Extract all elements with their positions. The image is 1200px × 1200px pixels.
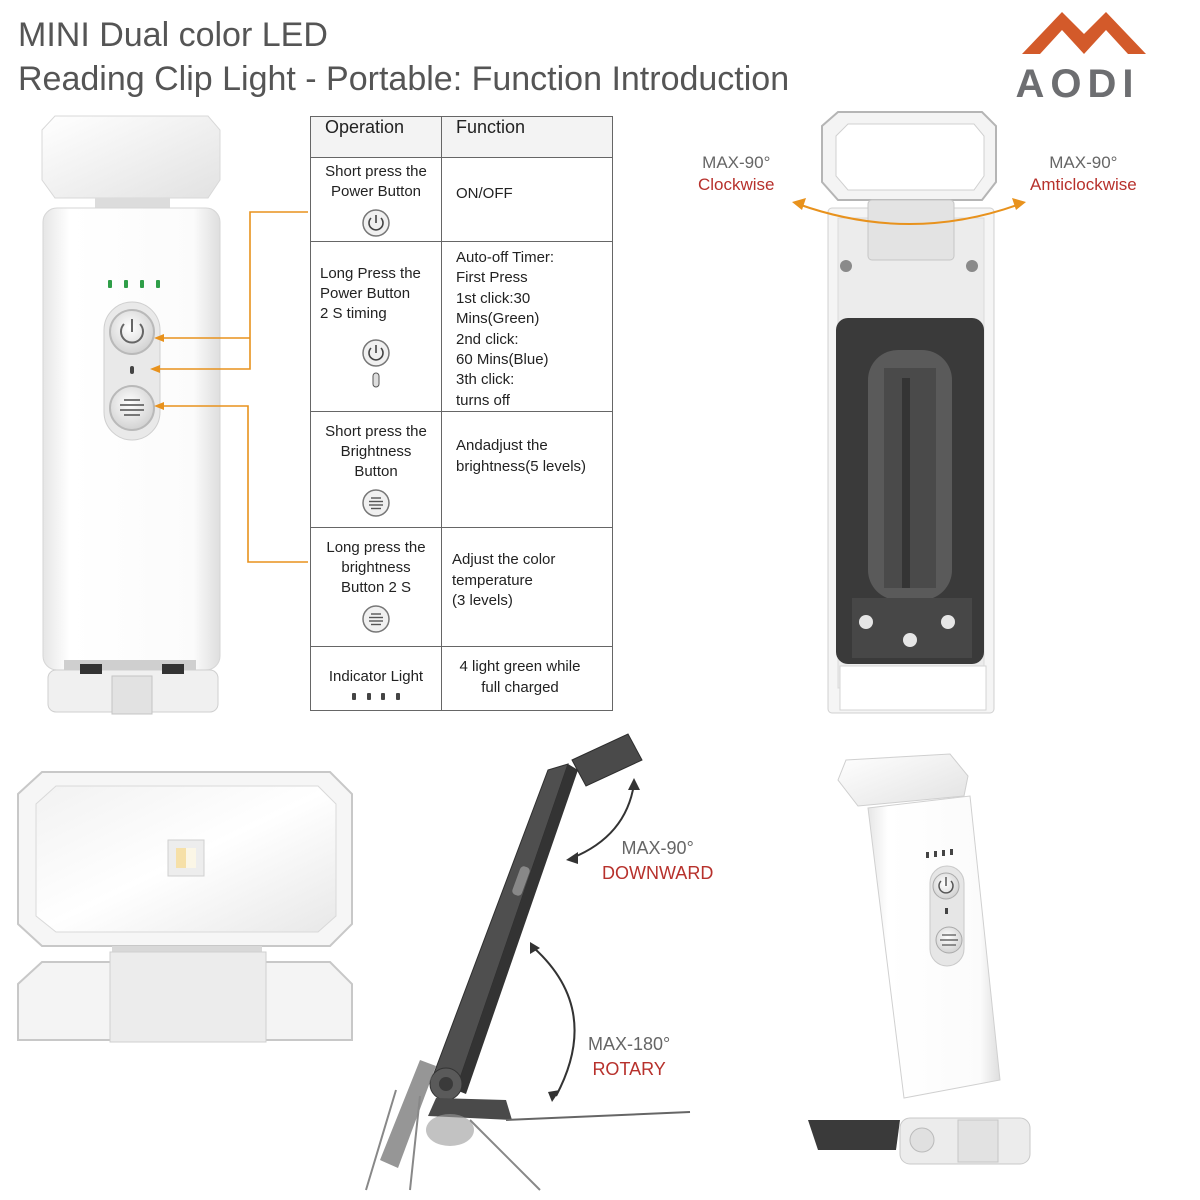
power-icon (362, 339, 390, 367)
operation-line: Brightness (340, 443, 412, 461)
title-line-2: Reading Clip Light - Portable: Function … (18, 60, 790, 98)
power-icon (362, 209, 390, 237)
function-line: First Press (456, 269, 528, 287)
function-cell: 4 light green while full charged (441, 646, 613, 712)
clockwise-annotation: MAX-90° Clockwise (698, 152, 775, 196)
operation-cell: Short press the Brightness Button (310, 411, 442, 529)
function-line: 2nd click: (456, 330, 519, 348)
function-line: turns off (456, 391, 510, 409)
brightness-icon (362, 605, 390, 633)
operation-cell: Short press the Power Button (310, 157, 442, 242)
table-row: Short press the Brightness Button Andadj… (310, 411, 613, 529)
brightness-button[interactable] (109, 385, 155, 431)
function-line: ON/OFF (456, 185, 513, 202)
lens-closeup (17, 771, 353, 1043)
indicator-dots-icon (352, 693, 400, 701)
table-row: Short press the Power Button ON/OFF (310, 157, 613, 242)
pointer-lines (150, 211, 308, 563)
function-line: Auto-off Timer: (456, 249, 555, 266)
table-header-row: Operation Function (310, 116, 613, 158)
clockwise-angle: MAX-90° (702, 153, 771, 172)
function-line: Adjust the color (452, 551, 556, 569)
function-line: 4 light green while (459, 658, 581, 676)
function-line: Mins(Green) (456, 310, 540, 328)
function-cell: Andadjust the brightness(5 levels) (441, 411, 613, 529)
title-line-1: MINI Dual color LED (18, 16, 328, 54)
function-cell: Auto-off Timer: First Press 1st click:30… (441, 240, 613, 413)
operation-line: 2 S timing (320, 305, 387, 322)
operation-line: Button 2 S (340, 579, 412, 597)
rotary-label: ROTARY (592, 1059, 666, 1079)
header-function: Function (441, 116, 613, 158)
function-table: Operation Function Short press the Power… (310, 116, 613, 712)
table-row: Long Press the Power Button 2 S timing A… (310, 240, 613, 413)
operation-line: Long Press the (320, 265, 421, 282)
operation-cell: Indicator Light (310, 646, 442, 712)
rotary-angle: MAX-180° (588, 1034, 671, 1054)
perspective-view-device (808, 753, 1031, 1165)
function-cell: Adjust the color temperature (3 levels) (441, 527, 613, 648)
operation-cell: Long press the brightness Button 2 S (310, 527, 442, 648)
function-line: full charged (481, 678, 559, 696)
anticlockwise-label: Amticlockwise (1030, 175, 1137, 194)
function-cell: ON/OFF (441, 157, 613, 242)
back-view-device (821, 111, 997, 714)
operation-line: Indicator Light (328, 668, 424, 686)
operation-line: Short press the (325, 163, 427, 180)
operation-cell: Long Press the Power Button 2 S timing (310, 240, 442, 413)
function-line: 1st click:30 (456, 289, 531, 307)
operation-line: brightness (341, 559, 411, 577)
clockwise-label: Clockwise (698, 175, 775, 194)
logo-text: AODI (1015, 62, 1140, 106)
operation-line: Long press the (326, 539, 426, 557)
operation-line: Short press the (325, 423, 427, 441)
downward-annotation: MAX-90° DOWNWARD (602, 836, 713, 886)
indicator-lights (108, 280, 160, 288)
indicator-led-icon (372, 372, 380, 388)
operation-line: Power Button (320, 285, 411, 302)
downward-label: DOWNWARD (602, 863, 714, 883)
brightness-icon (362, 489, 390, 517)
side-view-device (365, 733, 691, 1191)
function-line: brightness(5 levels) (456, 457, 587, 475)
brand-logo: AODI (980, 10, 1175, 106)
header-operation: Operation (310, 116, 442, 158)
downward-angle: MAX-90° (621, 838, 694, 858)
table-row: Indicator Light 4 light green while full… (310, 646, 613, 712)
function-line: temperature (452, 571, 533, 589)
mountain-logo-icon (1022, 12, 1146, 54)
table-row: Long press the brightness Button 2 S Adj… (310, 527, 613, 648)
front-view-device (41, 115, 221, 715)
function-line: 3th click: (456, 371, 515, 389)
anticlockwise-annotation: MAX-90° Amticlockwise (1030, 152, 1137, 196)
anticlockwise-angle: MAX-90° (1049, 153, 1118, 172)
function-line: Andadjust the (456, 437, 548, 455)
operation-line: Power Button (330, 183, 422, 200)
function-line: 60 Mins(Blue) (456, 351, 549, 369)
rotary-annotation: MAX-180° ROTARY (588, 1032, 670, 1082)
operation-line: Button (354, 463, 398, 481)
function-line: (3 levels) (452, 592, 513, 610)
